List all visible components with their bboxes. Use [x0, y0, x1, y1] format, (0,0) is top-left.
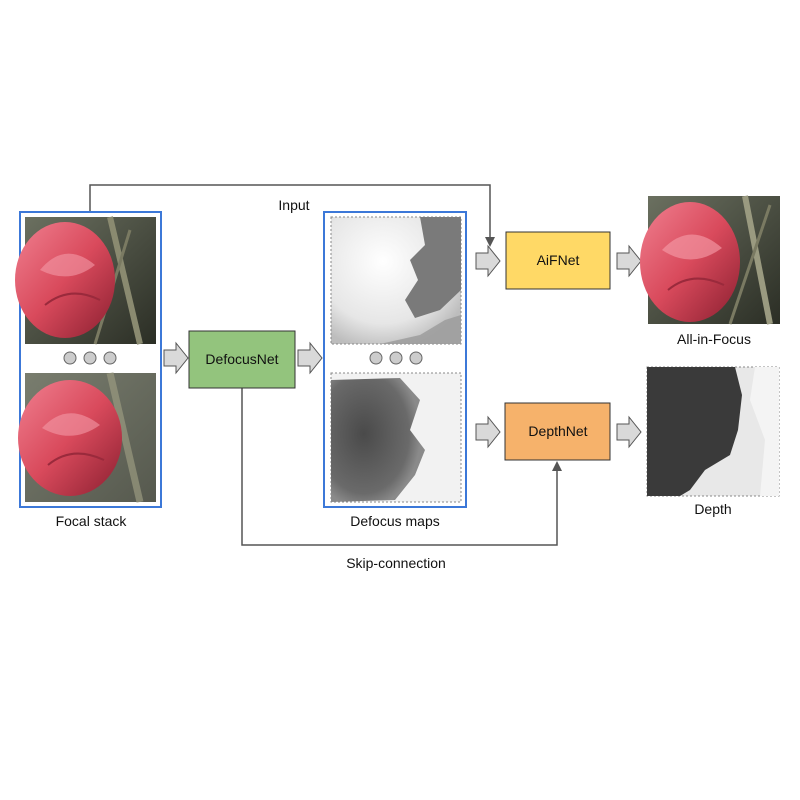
all-in-focus-output: All-in-Focus — [640, 195, 780, 347]
ellipsis-dot — [389, 351, 403, 365]
focal-stack-image-1 — [15, 216, 156, 345]
ellipsis-dot — [63, 351, 77, 365]
block-arrow — [475, 244, 501, 278]
aifnet-box — [505, 231, 611, 290]
input-label: Input — [278, 197, 309, 213]
skip-connection-label: Skip-connection — [346, 555, 446, 571]
defocus-map-2 — [330, 372, 462, 503]
block-arrow — [163, 341, 189, 375]
aifnet-label: AiFNet — [537, 252, 580, 268]
block-arrow — [475, 415, 501, 449]
block-arrow — [616, 415, 642, 449]
defocusnet-label: DefocusNet — [205, 351, 278, 367]
defocus-map-1 — [330, 216, 462, 345]
defocus-maps-label: Defocus maps — [350, 513, 439, 529]
ellipsis-dot — [409, 351, 423, 365]
aifnet-node: AiFNet — [505, 231, 611, 290]
defocus-maps-group: Defocus maps — [323, 211, 467, 529]
focal-stack-group: Focal stack — [15, 211, 162, 529]
block-arrow — [297, 341, 323, 375]
ellipsis-dot — [369, 351, 383, 365]
block-arrow — [616, 244, 642, 278]
focal-stack-image-2 — [18, 372, 156, 503]
depth-label: Depth — [694, 501, 731, 517]
depthnet-label: DepthNet — [528, 423, 587, 439]
ellipsis-dot — [103, 351, 117, 365]
depth-output: Depth — [646, 366, 780, 517]
all-in-focus-label: All-in-Focus — [677, 331, 751, 347]
skip-connection-connector — [241, 388, 562, 546]
focal-stack-label: Focal stack — [56, 513, 128, 529]
defocusnet-box — [188, 330, 296, 389]
depthnet-box — [504, 402, 611, 461]
defocusnet-node: DefocusNet — [188, 330, 296, 389]
ellipsis-dot — [83, 351, 97, 365]
input-connector — [89, 184, 495, 247]
depthnet-node: DepthNet — [504, 402, 611, 461]
